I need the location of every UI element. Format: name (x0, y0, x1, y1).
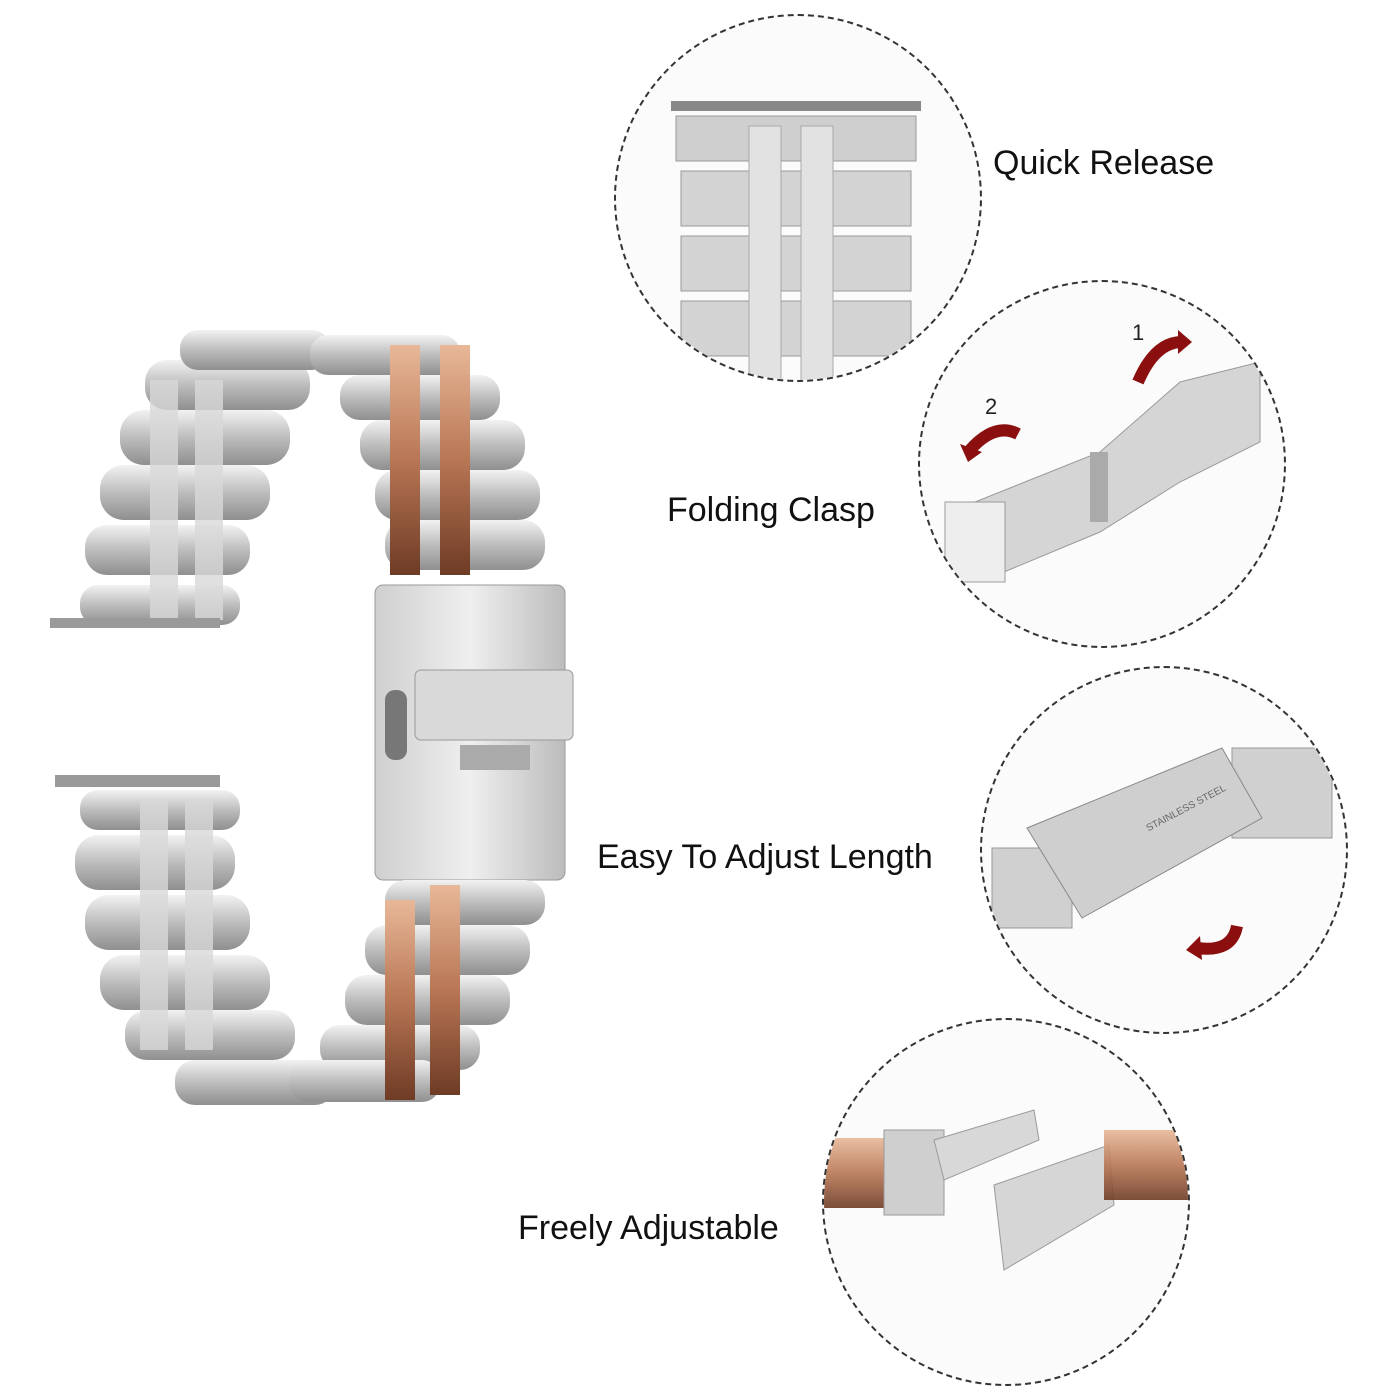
quick-release-label: Quick Release (993, 144, 1215, 182)
freely-adjustable-label: Freely Adjustable (518, 1209, 779, 1247)
upper-strap-right (310, 335, 545, 575)
folding-clasp (374, 584, 574, 881)
lower-strap-right (290, 880, 545, 1102)
step-1-number: 1 (1132, 320, 1145, 345)
folding-clasp-detail: 1 2 (918, 280, 1286, 648)
step-2-number: 2 (985, 394, 998, 419)
lower-strap-left (55, 775, 335, 1105)
adjust-length-detail: STAINLESS STEEL (980, 666, 1348, 1034)
upper-strap-left (50, 330, 330, 628)
adjust-length-label: Easy To Adjust Length (597, 838, 933, 876)
folding-clasp-label: Folding Clasp (667, 491, 875, 529)
quick-release-detail (614, 14, 982, 382)
freely-adjustable-detail (822, 1018, 1190, 1386)
